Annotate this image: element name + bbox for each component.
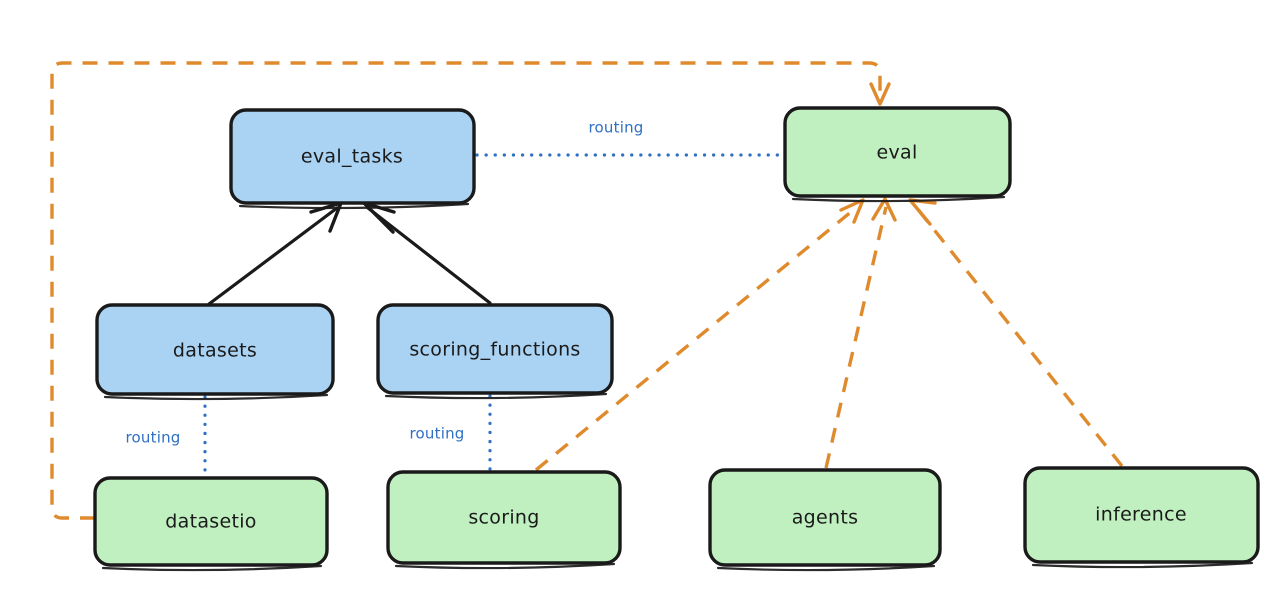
edge-agents-to-eval [824, 197, 897, 469]
node-inference[interactable]: inference [1023, 466, 1260, 569]
edge-datasets-to-eval_tasks [207, 201, 343, 306]
node-label-eval: eval [876, 142, 917, 164]
node-agents[interactable]: agents [708, 468, 942, 572]
node-datasetio[interactable]: datasetio [93, 476, 329, 572]
node-scoring[interactable]: scoring [386, 470, 622, 570]
node-label-scoring_functions: scoring_functions [409, 339, 580, 361]
node-label-eval_tasks: eval_tasks [301, 146, 403, 168]
node-scoring_functions[interactable]: scoring_functions [376, 303, 614, 400]
edge-label-routing-datasets-datasetio: routing [126, 429, 181, 447]
edge-inference-to-eval [908, 198, 1124, 468]
edge-label-routing-scoring_functions-scoring: routing [410, 425, 465, 443]
node-label-datasets: datasets [173, 340, 257, 362]
node-label-inference: inference [1095, 504, 1187, 526]
node-label-scoring: scoring [468, 507, 539, 529]
node-datasets[interactable]: datasets [95, 303, 335, 401]
node-label-datasetio: datasetio [165, 511, 256, 533]
edge-scoring_functions-to-eval_tasks [362, 201, 492, 305]
node-label-agents: agents [792, 507, 859, 529]
edge-datasetio-to-eval [50, 61, 891, 520]
node-eval_tasks[interactable]: eval_tasks [229, 108, 476, 210]
edge-label-routing-eval_tasks-eval: routing [589, 119, 644, 137]
node-eval[interactable]: eval [783, 106, 1012, 203]
